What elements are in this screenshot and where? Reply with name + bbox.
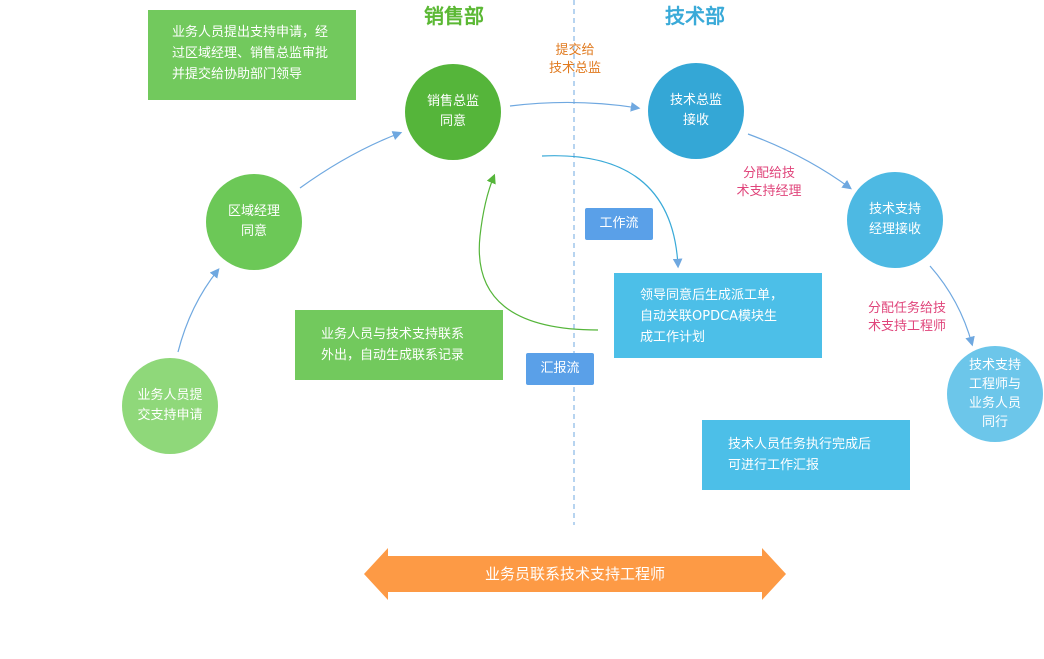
edge-workflow bbox=[541, 155, 683, 269]
edge-apply-to-region bbox=[177, 268, 220, 353]
label-assign-to-engineer: 分配任务给技 术支持工程师 bbox=[867, 301, 946, 334]
bottom-arrow-label: 业务员联系技术支持工程师 bbox=[484, 565, 665, 583]
node-sales-director: 销售总监 同意 bbox=[405, 64, 501, 160]
node-tech-director: 技术总监 接收 bbox=[648, 63, 744, 159]
tech-department-header: 技术部 bbox=[665, 4, 725, 28]
note-contact-record: 业务人员与技术支持联系 外出，自动生成联系记录 bbox=[295, 310, 503, 380]
note-report: 技术人员任务执行完成后 可进行工作汇报 bbox=[702, 420, 910, 490]
label-submit-to-tech-director: 提交给 技术总监 bbox=[548, 43, 601, 76]
edge-director-to-tech bbox=[509, 101, 641, 112]
node-tech-manager: 技术支持 经理接收 bbox=[847, 172, 943, 268]
edge-tech-to-manager bbox=[747, 133, 852, 190]
edge-report bbox=[478, 173, 599, 331]
node-region-manager: 区域经理 同意 bbox=[206, 174, 302, 270]
tag-report-flow: 汇报流 bbox=[526, 353, 594, 385]
edge-manager-to-engineer bbox=[929, 265, 975, 347]
tag-workflow: 工作流 bbox=[585, 208, 653, 240]
node-tech-engineer: 技术支持 工程师与 业务人员 同行 bbox=[947, 346, 1043, 442]
note-top-apply: 业务人员提出支持申请，经 过区域经理、销售总监审批 并提交给协助部门领导 bbox=[148, 10, 356, 100]
edge-region-to-director bbox=[299, 131, 403, 189]
note-dispatch: 领导同意后生成派工单， 自动关联OPDCA模块生 成工作计划 bbox=[614, 273, 822, 358]
node-sales-apply: 业务人员提 交支持申请 bbox=[122, 358, 218, 454]
bottom-double-arrow bbox=[364, 548, 786, 600]
sales-department-header: 销售部 bbox=[424, 4, 484, 28]
label-assign-to-manager: 分配给技 术支持经理 bbox=[736, 166, 802, 199]
